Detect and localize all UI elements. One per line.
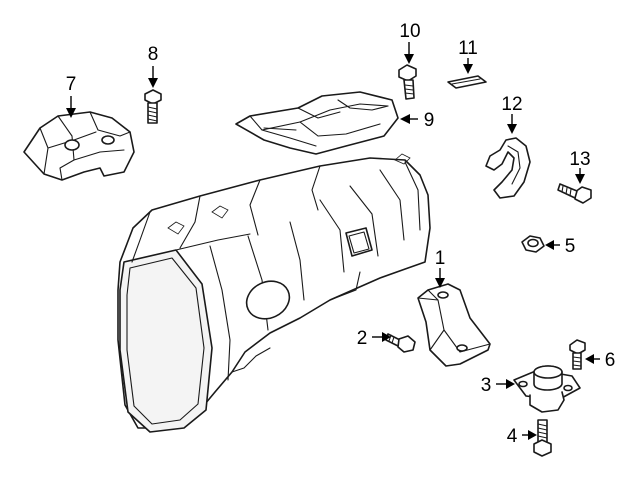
engine-mount xyxy=(513,365,581,413)
transmission-case xyxy=(117,153,431,433)
callout-7: 7 xyxy=(66,74,77,95)
heat-shield xyxy=(235,91,399,155)
pad-strip xyxy=(447,75,487,89)
callout-11: 11 xyxy=(458,38,478,59)
callout-1: 1 xyxy=(435,248,446,269)
callout-leaders xyxy=(66,42,600,440)
bolt-13 xyxy=(557,183,592,204)
bolt-6 xyxy=(569,339,586,370)
bolt-2 xyxy=(385,333,416,353)
callout-12: 12 xyxy=(501,94,522,115)
callout-labels: 1 2 3 4 5 6 7 8 9 10 11 12 13 xyxy=(66,21,616,447)
callout-9: 9 xyxy=(424,110,435,131)
hex-nut xyxy=(521,235,545,253)
bell-housing-face xyxy=(119,249,213,433)
bolt-4 xyxy=(533,419,552,457)
retaining-clip xyxy=(485,137,531,199)
callout-4: 4 xyxy=(507,426,518,447)
callout-6: 6 xyxy=(605,350,616,371)
callout-8: 8 xyxy=(148,44,159,65)
case-round-port xyxy=(245,280,291,320)
crossmember-bracket xyxy=(23,111,135,181)
callout-10: 10 xyxy=(399,21,420,42)
mount-bracket xyxy=(417,283,491,367)
callout-2: 2 xyxy=(357,328,368,349)
bolt-8 xyxy=(144,89,162,124)
bolt-10 xyxy=(398,64,417,100)
callout-5: 5 xyxy=(565,236,576,257)
callout-13: 13 xyxy=(569,149,590,170)
callout-3: 3 xyxy=(481,375,492,396)
